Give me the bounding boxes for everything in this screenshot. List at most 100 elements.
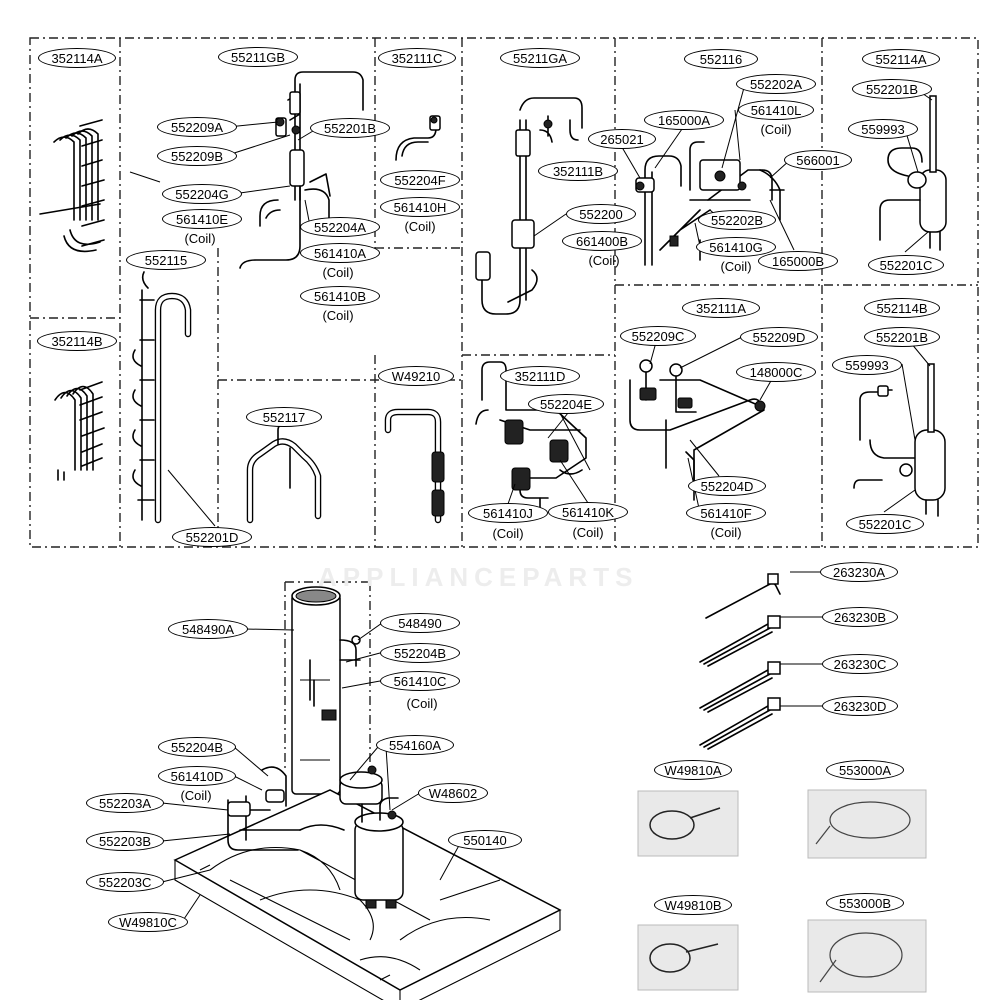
valve-assembly-352111A (629, 359, 766, 501)
compressor-554160A (339, 765, 404, 909)
callout-561410K[interactable]: 561410K (548, 502, 628, 522)
callout-552115[interactable]: 552115 (126, 250, 206, 270)
callout-552202A[interactable]: 552202A (736, 74, 816, 94)
coil-note-561410C: (Coil) (406, 696, 438, 711)
callout-561410C[interactable]: 561410C (380, 671, 460, 691)
callout-552201B-a[interactable]: 552201B (852, 79, 932, 99)
coil-note-561410J: (Coil) (492, 526, 524, 541)
callout-552201D[interactable]: 552201D (172, 527, 252, 547)
callout-561410A[interactable]: 561410A (300, 243, 380, 263)
callout-552114A[interactable]: 552114A (862, 49, 940, 69)
callout-552204D[interactable]: 552204D (688, 476, 766, 496)
callout-55211GA[interactable]: 55211GA (500, 48, 580, 68)
coil-note-561410A: (Coil) (322, 265, 354, 280)
callout-352111B[interactable]: 352111B (538, 161, 618, 181)
callout-W49810A[interactable]: W49810A (654, 760, 732, 780)
callout-553000A[interactable]: 553000A (826, 760, 904, 780)
callout-552201C-b[interactable]: 552201C (846, 514, 924, 534)
callout-552204F[interactable]: 552204F (380, 170, 460, 190)
callout-55211GB[interactable]: 55211GB (218, 47, 298, 67)
callout-559993-b[interactable]: 559993 (832, 355, 902, 375)
callout-W49810C[interactable]: W49810C (108, 912, 188, 932)
callout-263230A[interactable]: 263230A (820, 562, 898, 582)
coil-note-561410H: (Coil) (404, 219, 436, 234)
callout-552209B[interactable]: 552209B (157, 146, 237, 166)
callout-552116[interactable]: 552116 (684, 49, 758, 69)
callout-552204G[interactable]: 552204G (162, 184, 242, 204)
callout-566001[interactable]: 566001 (784, 150, 852, 170)
callout-550140[interactable]: 550140 (448, 830, 522, 850)
callout-561410J[interactable]: 561410J (468, 503, 548, 523)
callout-552209C[interactable]: 552209C (620, 326, 696, 346)
callout-561410B[interactable]: 561410B (300, 286, 380, 306)
pipe-552203 (227, 766, 345, 851)
pipe-W49210 (384, 408, 445, 524)
callout-165000A[interactable]: 165000A (644, 110, 724, 130)
callout-661400B[interactable]: 661400B (562, 231, 642, 251)
coil-assembly-352111D (475, 361, 587, 509)
accumulator-552114B (853, 363, 946, 517)
coil-352111C (395, 115, 441, 161)
coil-note-561410G: (Coil) (720, 259, 752, 274)
callout-561410D[interactable]: 561410D (158, 766, 236, 786)
callout-554160A[interactable]: 554160A (376, 735, 454, 755)
callout-263230B[interactable]: 263230B (822, 607, 898, 627)
callout-552203B[interactable]: 552203B (86, 831, 164, 851)
callout-552209A[interactable]: 552209A (157, 117, 237, 137)
callout-W49210[interactable]: W49210 (378, 366, 454, 386)
coil-note-561410E: (Coil) (184, 231, 216, 246)
accumulator-552114A (879, 95, 947, 251)
manifold-552116 (635, 141, 785, 266)
callout-352114B[interactable]: 352114B (37, 331, 117, 351)
callout-352111D[interactable]: 352111D (500, 366, 580, 386)
callout-552204B-a[interactable]: 552204B (380, 643, 460, 663)
callout-552201B-b[interactable]: 552201B (310, 118, 390, 138)
callout-148000C[interactable]: 148000C (736, 362, 816, 382)
callout-552200[interactable]: 552200 (566, 204, 636, 224)
callout-561410L[interactable]: 561410L (738, 100, 814, 120)
sensor-photo-W49810B (637, 924, 739, 991)
callout-552204A[interactable]: 552204A (300, 217, 380, 237)
callout-552202B[interactable]: 552202B (698, 210, 776, 230)
callout-552201C-a[interactable]: 552201C (868, 255, 944, 275)
callout-352111A[interactable]: 352111A (682, 298, 760, 318)
callout-561410E[interactable]: 561410E (162, 209, 242, 229)
callout-263230D[interactable]: 263230D (822, 696, 898, 716)
callout-548490A[interactable]: 548490A (168, 619, 248, 639)
callout-W48602[interactable]: W48602 (418, 783, 488, 803)
callout-559993-a[interactable]: 559993 (848, 119, 918, 139)
pipe-assembly-55211GA (475, 97, 583, 315)
callout-548490[interactable]: 548490 (380, 613, 460, 633)
callout-263230C[interactable]: 263230C (822, 654, 898, 674)
callout-552114B[interactable]: 552114B (864, 298, 940, 318)
callout-352111C[interactable]: 352111C (378, 48, 456, 68)
callout-552203C[interactable]: 552203C (86, 872, 164, 892)
callout-W49810B[interactable]: W49810B (654, 895, 732, 915)
callout-552201B-c[interactable]: 552201B (864, 327, 940, 347)
sensor-photo-W49810A (637, 790, 739, 857)
callout-553000B[interactable]: 553000B (826, 893, 904, 913)
callout-552204B-b[interactable]: 552204B (158, 737, 236, 757)
pipe-552115 (132, 271, 192, 524)
distributor-352114A (39, 119, 105, 253)
tank-548490A (291, 586, 361, 795)
callout-552203A[interactable]: 552203A (86, 793, 164, 813)
distributor-352114B (54, 381, 105, 481)
callout-552209D[interactable]: 552209D (740, 327, 818, 347)
coil-note-561410L: (Coil) (760, 122, 792, 137)
callout-352114A[interactable]: 352114A (38, 48, 116, 68)
callout-561410F[interactable]: 561410F (686, 503, 766, 523)
watermark: APPLIANCEPARTS (318, 562, 639, 592)
harness-263230C (699, 661, 781, 713)
coil-note-561410D: (Coil) (180, 788, 212, 803)
callout-552204E[interactable]: 552204E (528, 394, 604, 414)
sensor-photo-553000A (807, 789, 927, 859)
callout-265021[interactable]: 265021 (588, 129, 656, 149)
callout-165000B[interactable]: 165000B (758, 251, 838, 271)
pipe-assembly-55211GB (239, 71, 364, 269)
callout-561410H[interactable]: 561410H (380, 197, 460, 217)
callout-561410G[interactable]: 561410G (696, 237, 776, 257)
callout-552117[interactable]: 552117 (246, 407, 322, 427)
